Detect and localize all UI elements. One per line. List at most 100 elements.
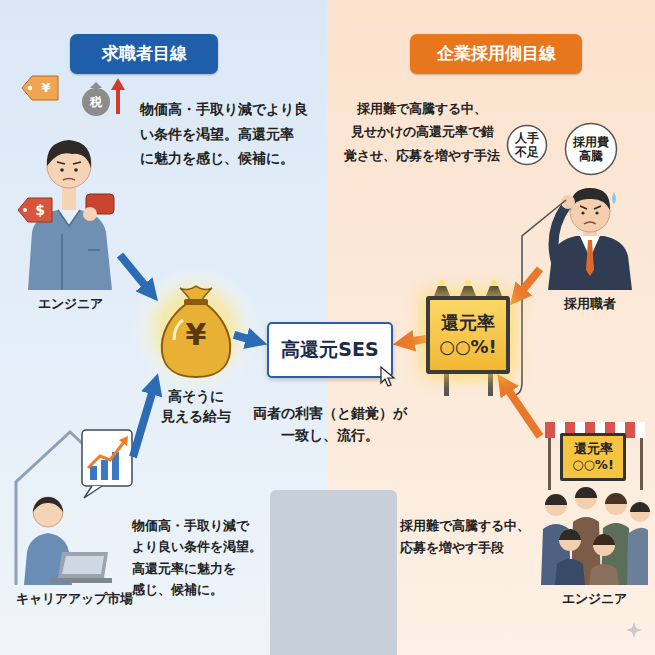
engineer-crowd-illustration-part bbox=[640, 438, 643, 490]
bubble-outline bbox=[566, 124, 617, 175]
engineer-illustration-part bbox=[62, 234, 100, 290]
engineer-crowd-figure: 還元率 ○○%!エンジニア bbox=[540, 420, 648, 585]
billboard-frame-part bbox=[491, 280, 497, 286]
engineer-illustration-part bbox=[47, 140, 91, 168]
header-pill: 求職者目線 bbox=[70, 34, 218, 74]
engineer-crowd-illustration-part bbox=[589, 564, 619, 585]
figure-label: キャリアアップ市場 bbox=[16, 591, 133, 607]
engineer-crowd-illustration-part bbox=[559, 529, 581, 551]
engineer-crowd-illustration-part bbox=[627, 528, 648, 585]
career-market-illustration-part bbox=[101, 460, 108, 480]
engineer-figure: エンジニア bbox=[20, 115, 120, 290]
billboard-text: 還元率 ○○%! bbox=[437, 311, 499, 360]
seeker-description: 物価高・手取り減でより良 い条件を渇望。高還元率 に魅力を感じ、候補に。 bbox=[140, 97, 315, 171]
engineer-crowd-illustration-part bbox=[593, 534, 615, 556]
box-text: 高還元SES bbox=[281, 338, 378, 362]
bag-highlight bbox=[174, 320, 183, 340]
engineer-crowd-illustration-part bbox=[630, 502, 650, 522]
billboard-frame-part bbox=[444, 372, 449, 396]
career-market-illustration bbox=[16, 430, 132, 585]
thought-bubble: 採用費 高騰 bbox=[564, 122, 618, 176]
background-panels-part bbox=[132, 266, 260, 394]
engineer-illustration-part bbox=[74, 168, 78, 172]
market-description: 物価高・手取り減で より良い条件を渇望。 高還元率に魅力を 感じ、候補に。 bbox=[132, 515, 268, 601]
price-tag-icons-part bbox=[116, 88, 120, 114]
flow-arrow bbox=[234, 335, 256, 341]
crowd-sign: 還元率 ○○%! bbox=[560, 433, 626, 480]
flow-arrow bbox=[504, 384, 540, 437]
recruiter-illustration-part bbox=[586, 240, 594, 276]
engineer-illustration-part bbox=[63, 179, 75, 181]
engineer-crowd-illustration-part bbox=[545, 422, 555, 438]
figure-label: エンジニア bbox=[562, 591, 627, 607]
career-market-illustration-part bbox=[58, 552, 108, 578]
career-market-illustration-part bbox=[90, 466, 97, 480]
career-market-illustration-part bbox=[88, 442, 124, 468]
bubble-text: 採用費 高騰 bbox=[570, 135, 612, 164]
career-market-illustration-part bbox=[33, 497, 63, 527]
engineer-crowd-illustration-part bbox=[575, 487, 597, 509]
recruiter-description: 採用難で高騰する中、 見せかけの高還元率で錯 覚させ、応募を増やす手法 bbox=[342, 97, 502, 167]
recruiter-illustration-part bbox=[584, 222, 596, 224]
background-panels-part bbox=[270, 490, 397, 655]
header-pill: 企業採用側目線 bbox=[410, 34, 582, 74]
flow-arrow bbox=[133, 385, 155, 457]
price-tag-icons-part bbox=[82, 88, 110, 116]
career-market-illustration-part bbox=[50, 578, 112, 583]
yen-symbol: ¥ bbox=[186, 320, 207, 350]
recruiter-illustration bbox=[548, 188, 632, 290]
recruiter-figure: 採用職者 bbox=[540, 185, 640, 290]
price-tag-icons-part bbox=[90, 82, 102, 88]
billboard-frame-part bbox=[434, 286, 502, 296]
engineer-crowd-illustration-part bbox=[635, 422, 645, 438]
engineer-crowd-illustration-part bbox=[548, 438, 551, 490]
recruiter-illustration-part bbox=[595, 211, 598, 214]
bag-top bbox=[180, 286, 212, 300]
header-text: 求職者目線 bbox=[102, 43, 187, 64]
engineer-illustration-part bbox=[60, 168, 64, 172]
conclusion-text: 両者の利害（と錯覚）が 一致し、流行。 bbox=[245, 402, 415, 447]
price-tag-icons-part bbox=[18, 198, 52, 222]
sign-text: 還元率 ○○%! bbox=[567, 441, 619, 474]
bag-body bbox=[162, 304, 231, 377]
billboard-frame-part bbox=[465, 280, 471, 286]
recruiter-illustration-part bbox=[581, 211, 584, 214]
engineer-crowd-illustration-part bbox=[605, 493, 627, 515]
recruiter-illustration-part bbox=[580, 206, 601, 209]
engineer-crowd-illustration bbox=[541, 422, 650, 585]
tax-symbol: 税 bbox=[86, 94, 106, 110]
bag-band bbox=[184, 299, 208, 305]
billboard-frame-part bbox=[439, 280, 445, 286]
bag-caption: 高そうに 見える給与 bbox=[155, 386, 237, 427]
ses-box: 高還元SES bbox=[267, 322, 392, 378]
crowd-description: 採用難で高騰する中、 応募を増やす手段 bbox=[400, 515, 540, 559]
engineer-crowd-illustration-part bbox=[605, 493, 627, 504]
career-market-illustration-part bbox=[33, 497, 63, 512]
engineer-illustration-part bbox=[57, 162, 81, 164]
recruiter-illustration-part bbox=[570, 188, 610, 210]
price-tag-icons-part bbox=[28, 86, 32, 90]
header-text: 企業採用側目線 bbox=[437, 43, 556, 64]
engineer-crowd-illustration-part bbox=[559, 529, 581, 540]
fishing-line bbox=[505, 200, 566, 395]
engineer-crowd-illustration-part bbox=[630, 502, 650, 512]
recruiter-illustration-part bbox=[554, 206, 566, 262]
engineer-crowd-illustration-part bbox=[575, 487, 597, 498]
bubble-text: 人手 不足 bbox=[511, 131, 543, 160]
flow-arrow bbox=[518, 269, 540, 296]
career-market-figure: キャリアアップ市場 bbox=[15, 425, 133, 585]
billboard: 還元率 ○○%! bbox=[426, 296, 510, 374]
fishing-line-part bbox=[505, 200, 566, 395]
engineer-crowd-illustration-part bbox=[545, 494, 567, 505]
recruiter-illustration-part bbox=[612, 192, 616, 204]
price-tag-symbol: ¥ bbox=[36, 80, 56, 96]
engineer-crowd-illustration-part bbox=[625, 422, 635, 438]
career-market-illustration-part bbox=[84, 486, 102, 498]
mouse-cursor-icon-part bbox=[381, 367, 394, 386]
flow-arrow bbox=[120, 255, 150, 292]
money-bag: ¥高そうに 見える給与 bbox=[158, 282, 234, 378]
career-market-illustration-part bbox=[119, 436, 128, 446]
engineer-crowd-illustration-part bbox=[545, 494, 567, 516]
